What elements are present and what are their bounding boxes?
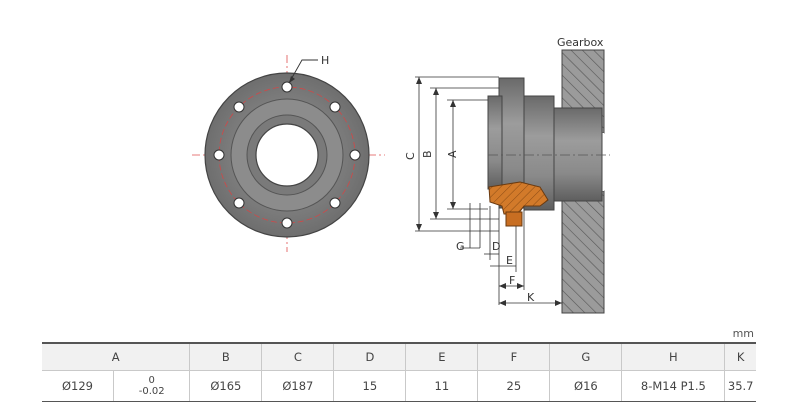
header-H: H: [621, 342, 725, 371]
gearbox-wall-lower: [561, 190, 605, 314]
dimension-lines: [415, 76, 563, 305]
center-bore: [255, 123, 319, 187]
bolt-holes: [213, 81, 361, 229]
header-A: A: [42, 342, 190, 371]
header-G: G: [549, 342, 622, 371]
value-G: Ø16: [549, 370, 622, 402]
front-view: H: [192, 54, 385, 252]
flange-hub: [487, 95, 503, 190]
header-K: K: [724, 342, 756, 371]
header-E: E: [405, 342, 478, 371]
value-K: 35.7: [724, 370, 756, 402]
label-B: B: [421, 150, 434, 158]
spec-header-row: A B C D E F G H K: [42, 342, 756, 371]
bolt-section: [488, 181, 549, 215]
value-H: 8-M14 P1.5: [621, 370, 725, 402]
label-E: E: [506, 254, 513, 267]
value-B: Ø165: [189, 370, 262, 402]
dimension-arrows: [416, 77, 562, 306]
label-D: D: [492, 240, 500, 253]
side-view: Gearbox: [487, 36, 610, 314]
header-D: D: [333, 342, 406, 371]
value-D: 15: [333, 370, 406, 402]
value-A-tolerance: 0 -0.02: [112, 370, 190, 402]
header-B: B: [189, 342, 262, 371]
label-K: K: [527, 291, 535, 304]
tol-upper: 0: [148, 375, 155, 386]
value-F: 25: [477, 370, 550, 402]
value-C: Ø187: [261, 370, 334, 402]
flange-drawing: H Gearbox: [192, 36, 610, 314]
spec-table: A B C D E F G H K Ø129 0 -0.02 Ø165 Ø187…: [42, 342, 756, 402]
value-E: 11: [405, 370, 478, 402]
value-A: Ø129: [42, 370, 114, 402]
label-G: G: [456, 240, 465, 253]
spec-value-row: Ø129 0 -0.02 Ø165 Ø187 15 11 25 Ø16 8-M1…: [42, 370, 756, 402]
tol-lower: -0.02: [138, 386, 165, 397]
label-gearbox: Gearbox: [557, 36, 604, 49]
header-F: F: [477, 342, 550, 371]
header-C: C: [261, 342, 334, 371]
label-H: H: [321, 54, 329, 67]
label-F: F: [509, 274, 515, 287]
label-C: C: [404, 152, 417, 160]
unit-label: mm: [732, 327, 754, 340]
label-A: A: [446, 150, 459, 158]
